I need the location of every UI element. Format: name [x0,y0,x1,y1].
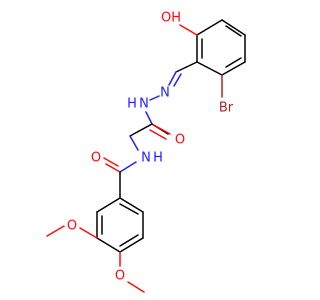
ring-to-ch-bond [175,61,198,73]
ring1-bond [221,19,246,36]
ring1-bond [196,61,223,76]
amide-oxygen-label: O [91,151,101,166]
methoxy1-bond [79,227,98,239]
ring2-bond [96,237,121,253]
n-n-bond [149,95,160,101]
methoxy1-oxygen-label: O [67,219,77,234]
ring2-bond [119,237,144,253]
amide-h-label: H [153,151,163,166]
nh-to-amide-carbon-bond [119,161,137,173]
hydrazide-h-label: H [127,97,137,112]
ring1-bond-inner [225,25,242,37]
carbonyl-to-ch2-bond [129,123,153,137]
hydrazide-nitrogen-label: N [139,97,149,112]
amide-co-bond-inner [103,157,119,167]
co-double-bond [151,123,171,135]
methoxy2-methyl-bond [127,281,145,293]
co-double-bond-inner [149,129,167,140]
methoxy2-oxygen-label: O [115,269,125,284]
ring1-bond-inner [225,57,242,68]
nh-to-carbonyl-bond [145,111,153,125]
ring2-bond [96,197,121,213]
dimethoxyphenyl-ring [96,197,144,253]
ring2-bond [119,197,144,213]
ring2-bond-inner [119,234,139,247]
amide-nitrogen-label: N [141,151,151,166]
hydroxyl-label: OH [161,11,181,26]
imine-nitrogen-label: N [160,86,170,101]
bromophenol-ring [196,19,246,76]
ring1-bond [196,19,223,36]
ring2-bond-inner [119,203,139,215]
structure-canvas: OH Br N H N O N H O [46,11,246,293]
ch2-to-nh-bond [129,135,139,151]
oh-bond [179,24,198,36]
carbonyl-oxygen-label: O [175,133,185,148]
bromine-label: Br [219,101,234,116]
methoxy1-methyl-bond [46,225,65,237]
imine-double-bond [168,71,177,86]
molecule-structure-diagram: OH Br N H N O N H O [46,11,246,293]
imine-double-bond-inner [173,73,182,87]
ring1-bond [221,61,246,76]
amide-co-bond [105,163,121,173]
